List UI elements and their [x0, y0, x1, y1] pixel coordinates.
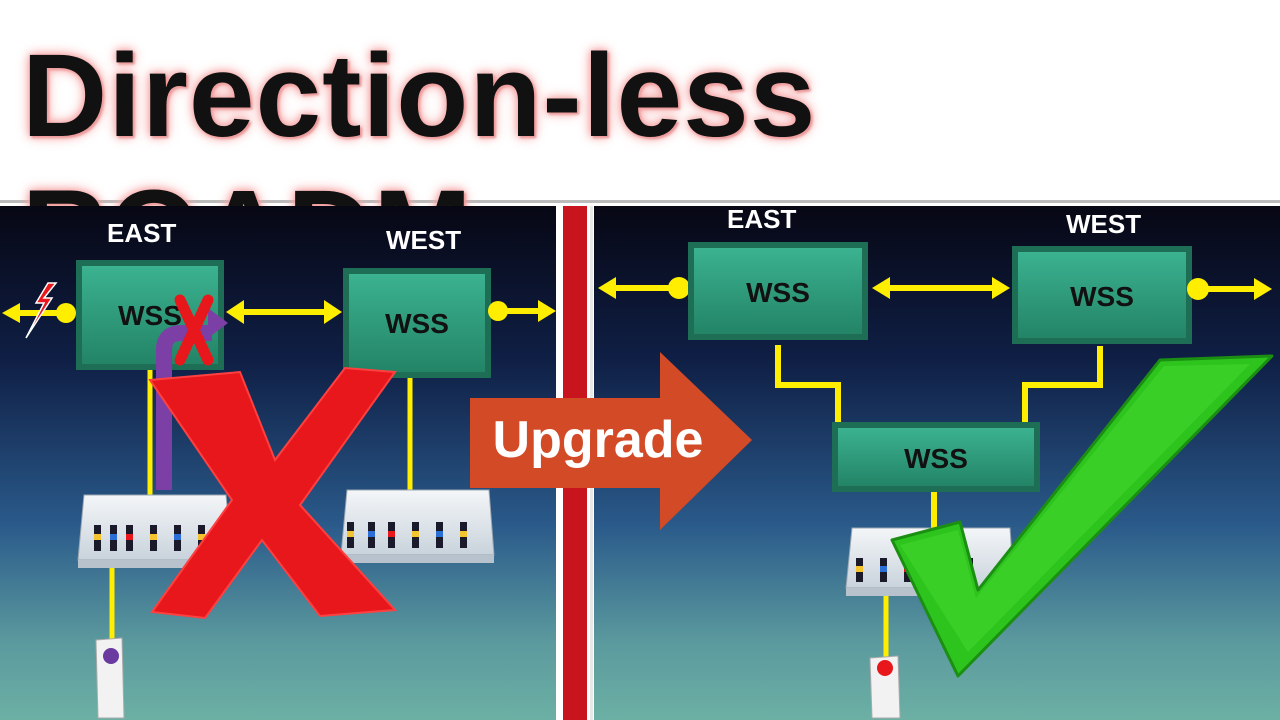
- purple-path: [156, 308, 228, 490]
- upgrade-label: Upgrade: [493, 411, 704, 469]
- right-west-wss: WSS: [1012, 246, 1192, 344]
- lightning-icon: [25, 282, 58, 339]
- left-east-label: EAST: [107, 218, 177, 248]
- left-east-tray: [77, 494, 233, 568]
- right-west-label: WEST: [1066, 209, 1142, 239]
- left-east-port-arrow: [2, 303, 76, 323]
- right-inter-wss-link: [872, 277, 1010, 299]
- right-east-wss-label: WSS: [746, 277, 810, 308]
- left-transponder: [95, 637, 125, 719]
- small-x-icon: [174, 294, 214, 366]
- left-west-tray: [340, 489, 495, 563]
- right-east-wss: WSS: [688, 242, 868, 340]
- right-east-port-arrow: [598, 277, 690, 299]
- upgrade-arrow: Upgrade: [470, 352, 752, 530]
- right-west-port-arrow: [1187, 278, 1272, 300]
- west-to-center-link: [1022, 346, 1103, 424]
- left-west-label: WEST: [386, 225, 462, 255]
- left-west-wss-label: WSS: [385, 308, 449, 339]
- red-x-icon: [148, 366, 398, 620]
- left-west-port-arrow: [488, 300, 556, 322]
- left-east-wss-label: WSS: [118, 300, 182, 331]
- right-transponder: [869, 655, 901, 719]
- green-check-icon: [890, 354, 1274, 678]
- title-bar: Direction-less ROADM: [0, 0, 1280, 298]
- center-wss-label: WSS: [904, 443, 968, 474]
- left-west-wss: WSS: [343, 268, 491, 378]
- right-east-label: EAST: [727, 204, 797, 234]
- right-west-wss-label: WSS: [1070, 281, 1134, 312]
- center-wss: WSS: [832, 422, 1040, 492]
- east-to-center-link: [775, 345, 841, 424]
- left-inter-wss-link: [226, 300, 342, 324]
